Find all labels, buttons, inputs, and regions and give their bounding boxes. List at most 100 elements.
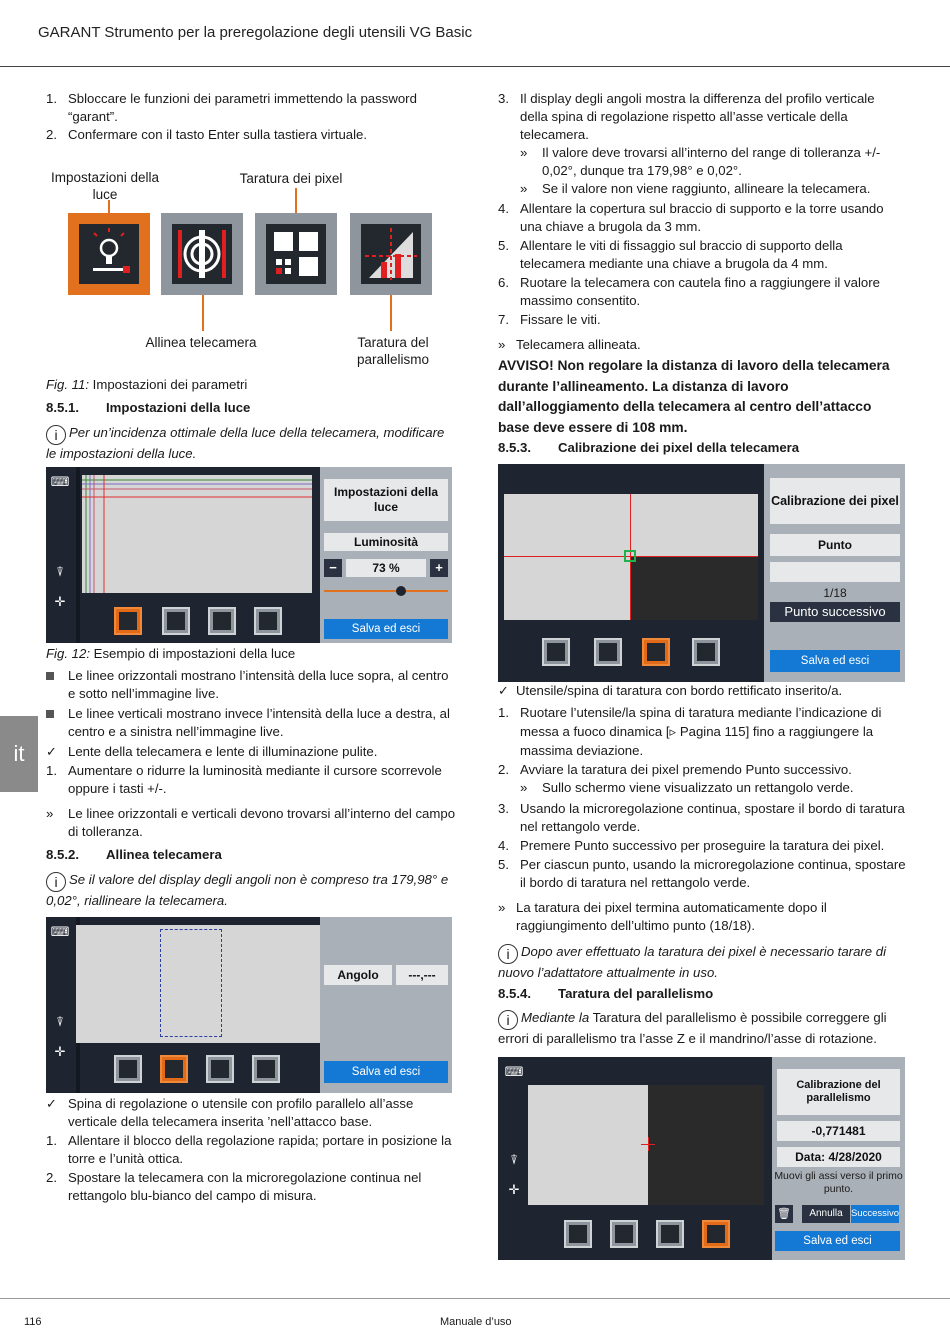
list-item: ✓Utensile/spina di taratura con bordo re… xyxy=(498,683,843,698)
info-icon: i xyxy=(46,425,66,445)
screen-pixel-calibration: Calibrazione dei pixel Punto 1/18 Punto … xyxy=(498,464,905,682)
list-item: »Telecamera allineata. xyxy=(498,337,641,352)
panel-title: Calibrazione dei pixel xyxy=(770,478,900,524)
align-camera-tab-icon[interactable] xyxy=(162,607,190,635)
right-column: 3.Il display degli angoli mostra la diff… xyxy=(498,90,906,457)
list-item: 6.Ruotare la telecamera con cautela fino… xyxy=(498,275,880,308)
settings-panel: Calibrazione dei pixel Punto 1/18 Punto … xyxy=(764,464,905,682)
cancel-button[interactable]: Annulla xyxy=(802,1205,850,1223)
info-icon: i xyxy=(46,872,66,892)
list-item: »Sullo schermo viene visualizzato un ret… xyxy=(520,780,854,795)
next-button[interactable]: Successivo xyxy=(851,1205,899,1223)
angle-label: Angolo xyxy=(324,965,392,985)
list-item: Le linee verticali mostrano invece l’int… xyxy=(46,705,456,741)
page-number: 116 xyxy=(24,1316,42,1328)
screen-parallelism: ⌨ ⍒ ✛ Calibrazione del parallelismo -0,7… xyxy=(498,1057,905,1260)
save-exit-button[interactable]: Salva ed esci xyxy=(324,1061,448,1083)
settings-panel: Impostazioni della luce Luminosità − 73 … xyxy=(320,467,452,643)
save-exit-button[interactable]: Salva ed esci xyxy=(775,1231,900,1251)
header-divider xyxy=(0,66,950,67)
align-camera-tab-icon[interactable] xyxy=(594,638,622,666)
light-settings-tab-icon[interactable] xyxy=(114,607,142,635)
list-item: 3.Il display degli angoli mostra la diff… xyxy=(498,91,875,142)
list-item: 2.Spostare la telecamera con la microreg… xyxy=(46,1170,422,1203)
next-point-button[interactable]: Punto successivo xyxy=(770,602,900,622)
list-item: 7.Fissare le viti. xyxy=(498,312,601,327)
list-item: 1.Ruotare l’utensile/la spina di taratur… xyxy=(498,705,882,758)
keyboard-icon[interactable]: ⌨ xyxy=(50,924,70,939)
empty-field xyxy=(770,562,900,582)
brightness-plus-button[interactable]: + xyxy=(430,559,448,577)
left-column-text: Fig. 11: Impostazioni dei parametri 8.5.… xyxy=(46,376,456,463)
settings-panel: Angolo ---,--- Salva ed esci xyxy=(320,917,452,1093)
light-settings-tab-icon[interactable] xyxy=(564,1220,592,1248)
angle-value: ---,--- xyxy=(396,965,448,985)
pixel-calibration-tab-icon[interactable] xyxy=(656,1220,684,1248)
panel-title: Impostazioni della luce xyxy=(324,479,448,521)
leader-line xyxy=(108,200,110,213)
brightness-value: 73 % xyxy=(346,559,426,577)
save-exit-button[interactable]: Salva ed esci xyxy=(324,619,448,639)
right-column-text-2: ✓Utensile/spina di taratura con bordo re… xyxy=(498,682,906,1048)
align-camera-icon xyxy=(161,213,243,295)
align-camera-tab-icon[interactable] xyxy=(610,1220,638,1248)
list-item: 2.Avviare la taratura dei pixel premendo… xyxy=(498,762,852,777)
point-counter: 1/18 xyxy=(823,586,847,600)
light-settings-tab-icon[interactable] xyxy=(114,1055,142,1083)
section-heading: 8.5.4.Taratura del parallelismo xyxy=(498,986,714,1001)
pixel-calibration-tab-icon[interactable] xyxy=(642,638,670,666)
parallelism-tab-icon[interactable] xyxy=(252,1055,280,1083)
light-settings-tab-icon[interactable] xyxy=(542,638,570,666)
info-icon: i xyxy=(498,944,518,964)
list-item: Le linee orizzontali mostrano l’intensit… xyxy=(46,667,456,703)
pixel-calibration-tab-icon[interactable] xyxy=(206,1055,234,1083)
footer-manual-label: Manuale d’uso xyxy=(440,1316,512,1328)
left-column-text-3: ✓Spina di regolazione o utensile con pro… xyxy=(46,1095,456,1205)
list-item: ✓Lente della telecamera e lente di illum… xyxy=(46,744,378,759)
list-item: 4.Premere Punto successivo per proseguir… xyxy=(498,838,885,853)
list-item: 1.Aumentare o ridurre la luminosità medi… xyxy=(46,763,442,796)
brightness-label: Luminosità xyxy=(324,533,448,551)
list-item: 5.Allentare le viti di fissaggio sul bra… xyxy=(498,238,843,271)
parallelism-tab-icon[interactable] xyxy=(254,607,282,635)
list-item: 2.Confermare con il tasto Enter sulla ta… xyxy=(46,127,368,142)
brightness-slider-handle[interactable] xyxy=(395,586,406,596)
keyboard-icon[interactable]: ⌨ xyxy=(504,1064,524,1079)
brightness-minus-button[interactable]: − xyxy=(324,559,342,577)
label-light-settings: Impostazioni della luce xyxy=(50,170,160,202)
align-camera-tab-icon[interactable] xyxy=(160,1055,188,1083)
parallelism-tab-icon[interactable] xyxy=(692,638,720,666)
brightness-slider-track[interactable] xyxy=(324,590,448,592)
parallelism-calibration-icon xyxy=(350,213,432,295)
light-settings-icon xyxy=(68,213,150,295)
page-header-title: GARANT Strumento per la preregolazione d… xyxy=(38,24,473,41)
label-pixel-calibration: Taratura dei pixel xyxy=(239,171,343,186)
figure-caption: Fig. 11: Impostazioni dei parametri xyxy=(46,377,248,392)
trash-icon[interactable]: 🗑 xyxy=(775,1205,793,1223)
list-item: 1.Sbloccare le funzioni dei parametri im… xyxy=(46,91,417,124)
warning-notice: AVVISO! Non regolare la distanza di lavo… xyxy=(498,358,890,435)
tool-icon[interactable]: ⍒ xyxy=(510,1152,518,1167)
parallelism-value: -0,771481 xyxy=(777,1121,900,1141)
list-item: »Se il valore non viene raggiunto, allin… xyxy=(520,181,871,196)
leader-line xyxy=(202,295,204,331)
crosshair-icon[interactable]: ✛ xyxy=(508,1182,520,1197)
live-image xyxy=(76,925,320,1043)
measurement-rectangle xyxy=(160,929,222,1037)
save-exit-button[interactable]: Salva ed esci xyxy=(770,650,900,672)
tool-icon[interactable]: ⍒ xyxy=(56,564,64,579)
settings-panel: Calibrazione del parallelismo -0,771481 … xyxy=(772,1057,905,1260)
crosshair-icon[interactable]: ✛ xyxy=(54,594,66,609)
point-label: Punto xyxy=(770,534,900,556)
section-heading: 8.5.3.Calibrazione dei pixel della telec… xyxy=(498,440,800,455)
panel-title: Calibrazione del parallelismo xyxy=(777,1069,900,1115)
tool-icon[interactable]: ⍒ xyxy=(56,1014,64,1029)
parallelism-tab-icon[interactable] xyxy=(702,1220,730,1248)
keyboard-icon[interactable]: ⌨ xyxy=(50,474,70,489)
crosshair-icon[interactable]: ✛ xyxy=(54,1044,66,1059)
live-image xyxy=(82,475,312,593)
pixel-calibration-tab-icon[interactable] xyxy=(208,607,236,635)
